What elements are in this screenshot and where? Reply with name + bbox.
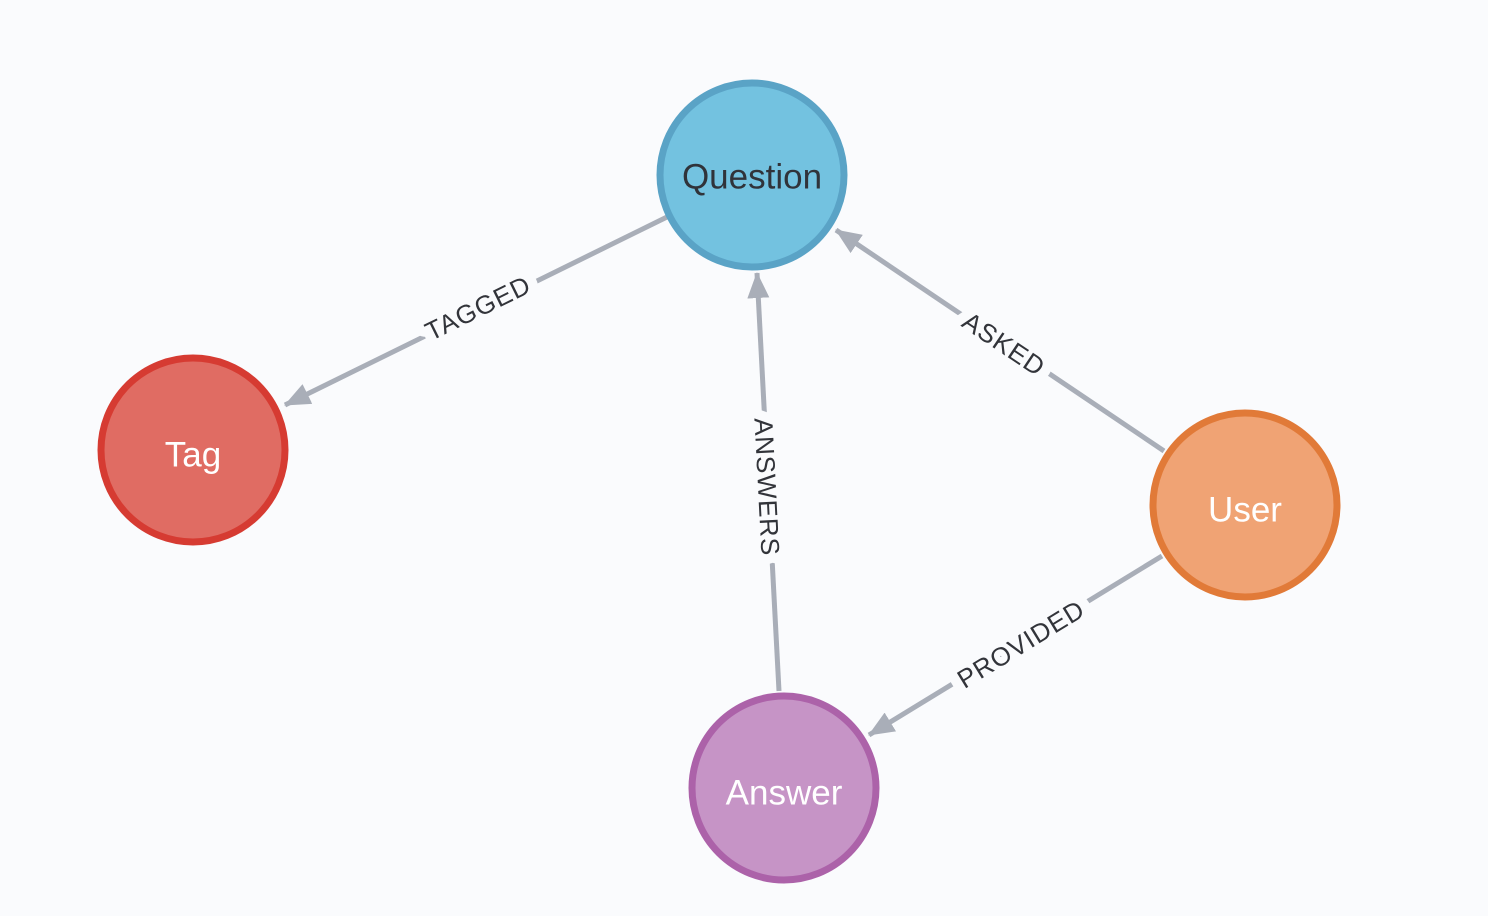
node-answer[interactable]: Answer <box>688 692 880 884</box>
relationship-tagged-line[interactable] <box>283 214 669 408</box>
relationship-asked-line[interactable] <box>834 227 1166 454</box>
node-question[interactable]: Question <box>656 79 848 271</box>
relationship-answers-line[interactable] <box>747 272 782 692</box>
node-tag-circle[interactable] <box>97 354 289 546</box>
node-tag[interactable]: Tag <box>97 354 289 546</box>
node-question-circle[interactable] <box>656 79 848 271</box>
relationship-provided-line[interactable] <box>867 553 1164 738</box>
node-answer-circle[interactable] <box>688 692 880 884</box>
node-user-circle[interactable] <box>1149 409 1341 601</box>
node-user[interactable]: User <box>1149 409 1341 601</box>
